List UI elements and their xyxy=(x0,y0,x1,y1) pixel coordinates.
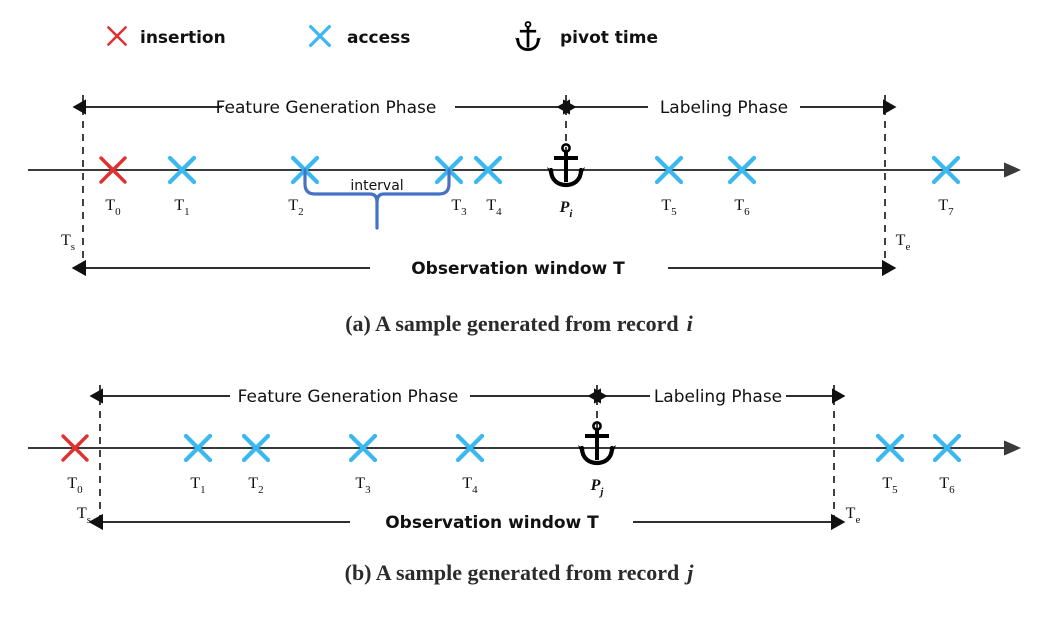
event-label: T1 xyxy=(190,475,205,496)
event-marker: T1 xyxy=(186,436,210,496)
panel-b-pivot-label: Pj xyxy=(590,477,605,498)
event-marker: T0 xyxy=(61,434,89,496)
event-marker: T1 xyxy=(170,158,194,218)
event-marker: T5 xyxy=(657,158,681,218)
legend-label-pivot: pivot time xyxy=(560,28,658,48)
event-label: T2 xyxy=(248,475,263,496)
legend-label-insertion: insertion xyxy=(140,28,226,48)
panel-b-feature-phase: Feature Generation Phase xyxy=(89,387,608,407)
panel-b-start-label: Ts xyxy=(77,505,91,526)
event-marker: T2 xyxy=(244,436,268,496)
panel-a-feature-phase: Feature Generation Phase xyxy=(72,98,577,118)
panel-a-labeling-phase-label: Labeling Phase xyxy=(660,98,788,118)
event-marker: T5 xyxy=(878,436,902,496)
event-label: T2 xyxy=(288,197,303,218)
event-marker: T3 xyxy=(437,158,467,218)
event-label: T4 xyxy=(462,475,478,496)
event-marker: T7 xyxy=(934,158,958,218)
insertion-cross-icon xyxy=(107,26,127,46)
panel-b-labeling-phase-label: Labeling Phase xyxy=(654,387,782,407)
access-cross-icon xyxy=(309,25,331,47)
event-label: T0 xyxy=(105,197,121,218)
event-marker: T6 xyxy=(935,436,959,496)
panel-a-labeling-phase: Labeling Phase xyxy=(556,98,897,118)
legend-item-access: access xyxy=(309,25,410,48)
panel-b-observation-label: Observation window T xyxy=(385,513,599,533)
panel-a-pivot-label: Pi xyxy=(559,199,574,220)
event-label: T1 xyxy=(174,197,189,218)
panel-a-start-label: Ts xyxy=(61,232,75,253)
panel-b-pivot-marker: Pj xyxy=(578,422,616,498)
event-label: T5 xyxy=(882,475,898,496)
panel-b-feature-phase-label: Feature Generation Phase xyxy=(238,387,459,407)
panel-a-feature-phase-label: Feature Generation Phase xyxy=(216,98,437,118)
event-label: T3 xyxy=(355,475,371,496)
anchor-icon xyxy=(513,20,543,51)
panel-a-pivot-marker: Pi xyxy=(547,144,585,220)
legend-label-access: access xyxy=(347,28,410,48)
panel-a: Feature Generation Phase Labeling Phase … xyxy=(28,95,1022,336)
event-label: T5 xyxy=(661,197,677,218)
event-label: T6 xyxy=(939,475,955,496)
event-marker: T3 xyxy=(351,436,375,496)
event-label: T6 xyxy=(734,197,750,218)
event-label: T3 xyxy=(451,197,467,218)
legend-item-pivot: pivot time xyxy=(513,20,658,51)
event-marker: T2 xyxy=(288,158,317,218)
panel-b-observation-window: Observation window T xyxy=(88,513,846,533)
panel-b-labeling-phase: Labeling Phase xyxy=(587,387,846,407)
legend: insertion access pivot time xyxy=(107,20,658,51)
panel-b-end-label: Te xyxy=(846,505,861,526)
panel-a-interval-brace: interval xyxy=(303,168,451,230)
event-marker: T4 xyxy=(458,436,482,496)
panel-b-events: T0 T1 T2 T3 T4 T5 T6 xyxy=(61,434,959,496)
panel-b: Feature Generation Phase Labeling Phase … xyxy=(28,385,1022,585)
event-marker: T4 xyxy=(476,158,502,218)
event-marker: T6 xyxy=(730,158,754,218)
panel-a-interval-label: interval xyxy=(350,178,403,194)
event-label: T7 xyxy=(938,197,954,218)
event-label: T0 xyxy=(67,475,83,496)
panel-a-events: T0 T1 T2 T3 T4 T5 T6 T7 xyxy=(99,156,958,218)
panel-a-observation-label: Observation window T xyxy=(411,259,625,279)
legend-item-insertion: insertion xyxy=(107,26,226,48)
panel-a-end-label: Te xyxy=(896,232,911,253)
panel-a-observation-window: Observation window T xyxy=(71,259,897,279)
event-marker: T0 xyxy=(99,156,127,218)
event-label: T4 xyxy=(486,197,502,218)
